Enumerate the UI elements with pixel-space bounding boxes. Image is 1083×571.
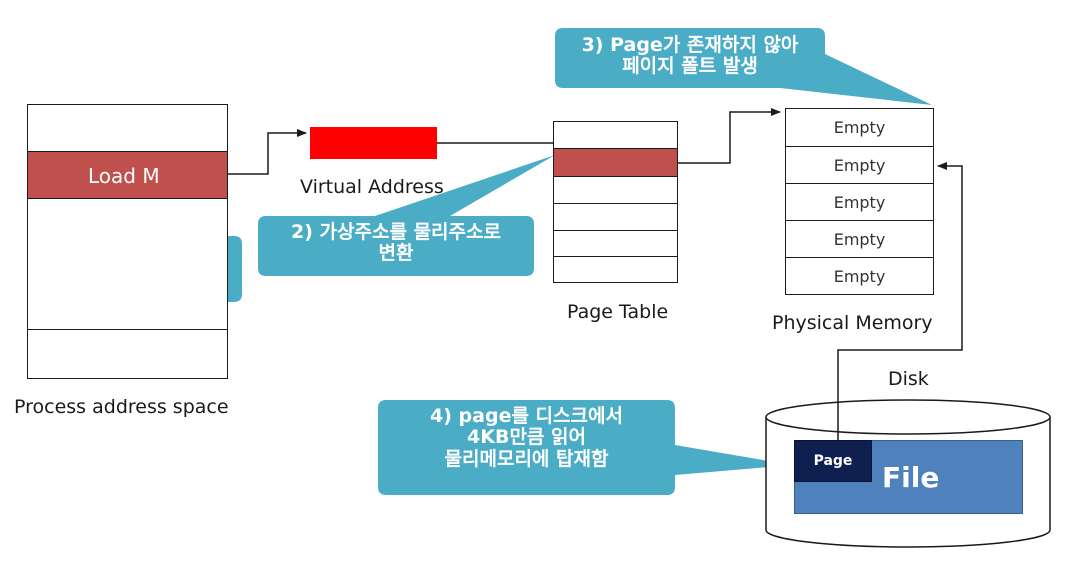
memory-slot: Empty bbox=[786, 183, 933, 220]
page-table-row bbox=[554, 256, 677, 257]
memory-slot-label: Empty bbox=[833, 155, 886, 175]
process-address-space-label: Process address space bbox=[14, 396, 229, 418]
connector-pagetable-to-memory bbox=[678, 108, 781, 164]
callout-step4-line3: 물리메모리에 탑재함 bbox=[444, 447, 609, 470]
callout-step1-line2: 수행 bbox=[118, 266, 154, 289]
connector-disk-to-memory bbox=[837, 162, 963, 441]
connector-instruction-to-va bbox=[227, 129, 307, 175]
memory-slot-label: Empty bbox=[833, 192, 886, 212]
callout-step2-shape bbox=[258, 155, 555, 276]
memory-slot-label: Empty bbox=[833, 266, 886, 286]
callout-step3: 3) Page가 존재하지 않아 페이지 폴트 발생 bbox=[555, 34, 825, 78]
callout-step1-line1: 1) instruction bbox=[63, 245, 209, 267]
page-table-row bbox=[554, 203, 677, 204]
memory-slot-label: Empty bbox=[833, 118, 886, 137]
memory-slot: Empty bbox=[786, 146, 933, 183]
physical-memory-label: Physical Memory bbox=[772, 312, 933, 334]
callout-step2-line1: 2) 가상주소를 물리주소로 bbox=[291, 221, 501, 243]
virtual-address-bar bbox=[310, 127, 437, 159]
callout-step4-line2: 4KB만큼 읽어 bbox=[467, 426, 586, 449]
page-table bbox=[553, 121, 678, 283]
virtual-address-label: Virtual Address bbox=[300, 176, 444, 198]
callout-step3-line2: 페이지 폴트 발생 bbox=[622, 55, 758, 78]
physical-memory: Empty Empty Empty Empty Empty bbox=[785, 108, 934, 295]
instruction-label: Load M bbox=[88, 164, 160, 188]
callout-step1: 1) instruction 수행 bbox=[30, 245, 242, 289]
callout-step3-shape bbox=[555, 28, 932, 105]
disk-label: Disk bbox=[888, 368, 929, 390]
callout-step4-shape bbox=[378, 400, 792, 495]
file-label: File bbox=[882, 461, 940, 494]
memory-slot: Empty bbox=[786, 109, 933, 146]
memory-slot-label: Empty bbox=[833, 229, 886, 249]
callout-step3-line1: 3) Page가 존재하지 않아 bbox=[581, 34, 799, 56]
instruction-row bbox=[28, 151, 227, 199]
process-space-divider bbox=[28, 329, 227, 330]
callout-step2-line2: 변환 bbox=[378, 242, 414, 265]
callout-step4: 4) page를 디스크에서 4KB만큼 읽어 물리메모리에 탑재함 bbox=[378, 405, 675, 470]
callout-step4-line1: 4) page를 디스크에서 bbox=[430, 405, 623, 427]
process-address-space bbox=[27, 104, 228, 379]
disk-page-block: Page bbox=[794, 440, 872, 482]
callout-step2: 2) 가상주소를 물리주소로 변환 bbox=[258, 221, 534, 265]
page-table-row bbox=[554, 230, 677, 231]
disk-page-label: Page bbox=[813, 453, 853, 469]
page-table-label: Page Table bbox=[567, 301, 669, 323]
memory-slot: Empty bbox=[786, 257, 933, 294]
page-table-entry-highlight bbox=[554, 148, 677, 177]
memory-slot: Empty bbox=[786, 220, 933, 257]
